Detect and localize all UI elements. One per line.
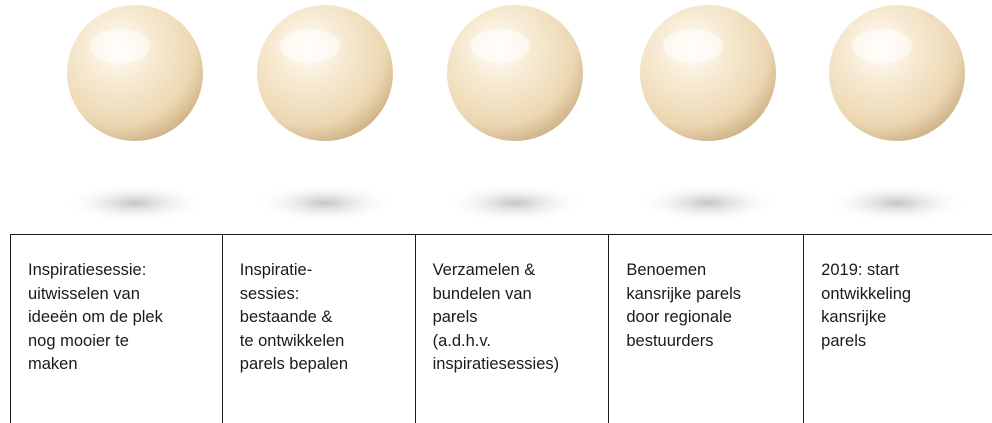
pearl-3 <box>420 0 610 232</box>
step-cell-4: Benoemen kansrijke parels door regionale… <box>609 235 805 423</box>
step-cell-2: Inspiratie- sessies: bestaande & te ontw… <box>223 235 416 423</box>
pearl-sphere <box>829 5 965 141</box>
pearl-1 <box>40 0 230 232</box>
pearl-shadow <box>636 183 780 223</box>
pearl-row <box>40 0 992 232</box>
pearl-shadow <box>825 183 969 223</box>
pearl-sphere <box>67 5 203 141</box>
pearl-4 <box>613 0 803 232</box>
pearl-shadow <box>253 183 397 223</box>
pearl-shadow <box>63 183 207 223</box>
pearl-sphere <box>640 5 776 141</box>
pearl-sphere <box>257 5 393 141</box>
step-cell-1: Inspiratiesessie: uitwisselen van ideeën… <box>11 235 223 423</box>
pearl-shadow <box>443 183 587 223</box>
steps-table: Inspiratiesessie: uitwisselen van ideeën… <box>10 234 992 423</box>
step-cell-3: Verzamelen & bundelen van parels (a.d.h.… <box>416 235 610 423</box>
pearl-5 <box>802 0 992 232</box>
pearl-sphere <box>447 5 583 141</box>
step-cell-5: 2019: start ontwikkeling kansrijke parel… <box>821 261 912 350</box>
pearl-2 <box>230 0 420 232</box>
